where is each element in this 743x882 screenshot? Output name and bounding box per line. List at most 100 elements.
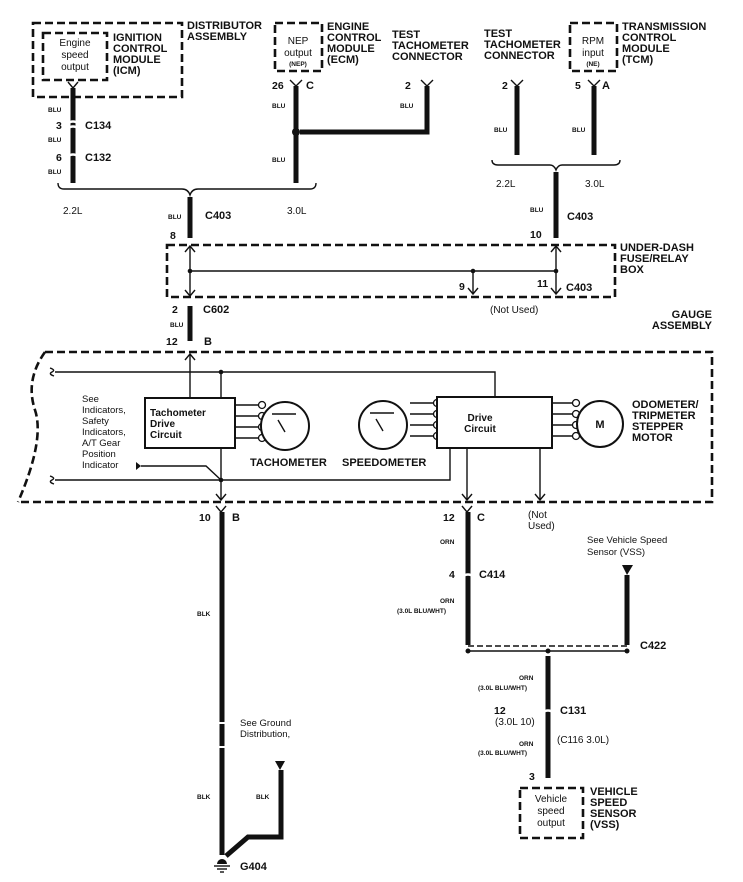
test-tach-left-label: TEST TACHOMETER CONNECTOR	[392, 29, 469, 63]
wire-color: BLU	[272, 103, 286, 110]
svg-text:ENGINE: ENGINE	[327, 21, 369, 33]
connector-c403: C403	[567, 211, 593, 223]
rpm-input-label: RPM input (NE)	[582, 36, 604, 68]
pin-number: 2	[502, 80, 508, 92]
svg-text:Indicators,: Indicators,	[82, 427, 126, 438]
svg-text:output: output	[61, 62, 89, 73]
svg-text:VEHICLE: VEHICLE	[590, 786, 638, 798]
vss-output-label: Vehicle speed output	[535, 794, 568, 829]
svg-text:MOTOR: MOTOR	[632, 432, 673, 444]
svg-text:CONNECTOR: CONNECTOR	[484, 50, 555, 62]
svg-text:(VSS): (VSS)	[590, 819, 620, 831]
svg-text:MODULE: MODULE	[327, 43, 375, 55]
ground-label: G404	[240, 861, 268, 873]
icm-label: IGNITION CONTROL MODULE (ICM)	[113, 32, 168, 77]
svg-text:(ICM): (ICM)	[113, 65, 141, 77]
wire-color: (3.0L BLU/WHT)	[478, 685, 527, 692]
nep-output-label: NEP output (NEP)	[284, 36, 312, 68]
tach-drive-label: Tachometer Drive Circuit	[150, 408, 206, 441]
wire-color: BLU	[170, 322, 184, 329]
connector-c403: C403	[205, 210, 231, 222]
pin-number: 10	[530, 229, 542, 241]
icm-output-box	[41, 31, 109, 82]
distributor-label: DISTRIBUTOR ASSEMBLY	[187, 20, 262, 43]
wire-color: BLU	[400, 103, 414, 110]
tachometer-drive-circuit	[144, 397, 236, 449]
pin-number: 2	[405, 80, 411, 92]
drive-circuit-label: Drive Circuit	[464, 413, 496, 435]
variant-label: 3.0L	[287, 206, 307, 217]
svg-text:NEP: NEP	[288, 36, 309, 47]
wire-color: ORN	[519, 675, 534, 682]
speedometer-gauge	[358, 400, 408, 450]
svg-text:See: See	[82, 394, 99, 405]
test-tach-right-label: TEST TACHOMETER CONNECTOR	[484, 28, 561, 62]
svg-text:speed: speed	[537, 806, 564, 817]
wire-color: BLU	[272, 157, 286, 164]
speedometer-label: SPEEDOMETER	[342, 457, 426, 469]
svg-text:FUSE/RELAY: FUSE/RELAY	[620, 253, 689, 265]
ground-icon	[214, 859, 230, 873]
pin-number: 8	[170, 230, 176, 242]
terminal-icon	[257, 400, 267, 410]
svg-text:(ECM): (ECM)	[327, 54, 359, 66]
svg-text:CONTROL: CONTROL	[327, 32, 382, 44]
svg-text:Used): Used)	[528, 521, 555, 532]
gauge-ground-bus	[55, 448, 451, 481]
fuse-box-label: UNDER-DASH FUSE/RELAY BOX	[620, 242, 694, 276]
svg-text:Indicators,: Indicators,	[82, 405, 126, 416]
wire-color: BLK	[197, 611, 211, 618]
variant-label: 2.2L	[496, 179, 516, 190]
svg-text:TACHOMETER: TACHOMETER	[484, 39, 561, 51]
svg-text:Circuit: Circuit	[150, 430, 182, 441]
vss-note: See Vehicle Speed Sensor (VSS)	[587, 535, 667, 558]
svg-text:Engine: Engine	[59, 38, 91, 49]
svg-text:input: input	[582, 48, 604, 59]
svg-text:IGNITION: IGNITION	[113, 32, 162, 44]
pin-number: 26	[272, 80, 284, 92]
connector-c131: C131	[560, 705, 586, 717]
svg-text:MODULE: MODULE	[622, 43, 670, 55]
svg-text:CONNECTOR: CONNECTOR	[392, 51, 463, 63]
svg-text:Tachometer: Tachometer	[150, 408, 206, 419]
svg-text:Position: Position	[82, 449, 116, 460]
pin-number: 6	[56, 152, 62, 164]
stepper-motor	[576, 400, 624, 448]
wire-color: (3.0L BLU/WHT)	[478, 750, 527, 757]
not-used-label: (Not Used)	[490, 305, 538, 316]
wire-color: BLU	[48, 169, 62, 176]
svg-text:Sensor (VSS): Sensor (VSS)	[587, 547, 645, 558]
ecm-label: ENGINE CONTROL MODULE (ECM)	[327, 21, 382, 66]
svg-text:MODULE: MODULE	[113, 54, 161, 66]
wire-color: ORN	[440, 539, 455, 546]
gauge-assembly-box	[16, 350, 714, 504]
svg-text:(NEP): (NEP)	[289, 61, 307, 68]
gauge-power-bus	[55, 371, 496, 398]
svg-text:ASSEMBLY: ASSEMBLY	[652, 320, 713, 332]
drive-circuit	[436, 396, 553, 449]
variant-bracket-left	[57, 182, 317, 198]
connector-letter: C	[477, 512, 485, 524]
gauge-assembly-label: GAUGE ASSEMBLY	[652, 309, 713, 332]
wire-color: ORN	[440, 598, 455, 605]
connector-letter: B	[204, 336, 212, 348]
connector-c422: C422	[640, 640, 666, 652]
connector-c132: C132	[85, 152, 111, 164]
svg-text:ASSEMBLY: ASSEMBLY	[187, 31, 248, 43]
svg-text:TRANSMISSION: TRANSMISSION	[622, 21, 706, 33]
variant-label: 2.2L	[63, 206, 83, 217]
wire-color: BLU	[572, 127, 586, 134]
connector-c414: C414	[479, 569, 506, 581]
pin-number: 12	[494, 705, 506, 717]
wire-color: (3.0L BLU/WHT)	[397, 608, 446, 615]
pin-number: 3	[529, 771, 535, 783]
svg-text:(NE): (NE)	[586, 61, 599, 68]
svg-text:Distribution,: Distribution,	[240, 729, 290, 740]
wire-test-tach-blu	[300, 86, 430, 135]
vss-output-box	[518, 786, 585, 840]
fuse-relay-box	[165, 243, 617, 299]
connector-letter: B	[232, 512, 240, 524]
tachometer-label: TACHOMETER	[250, 457, 327, 469]
vss-label: VEHICLE SPEED SENSOR (VSS)	[590, 786, 638, 831]
pin-number: 12	[166, 336, 178, 348]
